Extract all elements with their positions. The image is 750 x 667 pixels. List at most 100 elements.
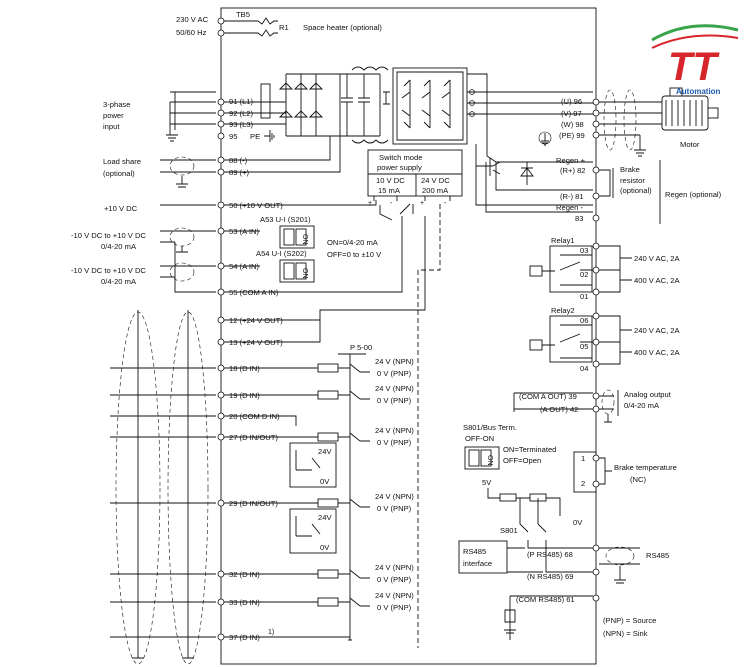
svg-text:2: 2 bbox=[581, 479, 585, 488]
svg-text:400 V AC, 2A: 400 V AC, 2A bbox=[634, 348, 681, 357]
smps-out2-2: 200 mA bbox=[422, 186, 449, 195]
relay2-label: Relay2 bbox=[551, 306, 575, 315]
svg-text:27 (D IN/OUT): 27 (D IN/OUT) bbox=[229, 433, 278, 442]
svg-text:ON: ON bbox=[301, 234, 308, 245]
svg-text:32 (D IN): 32 (D IN) bbox=[229, 570, 260, 579]
svg-text:18 (D IN): 18 (D IN) bbox=[229, 364, 260, 373]
three-phase-label-2: power bbox=[103, 111, 124, 120]
svg-text:29 (D IN/OUT): 29 (D IN/OUT) bbox=[229, 499, 278, 508]
brake-resistor-label: Brake bbox=[620, 165, 640, 174]
terminal-pe99: (PE) 99 bbox=[559, 131, 585, 140]
p500-label: P 5-00 bbox=[350, 343, 372, 352]
load-share-section: Load share (optional) 88 (-) 89 (+) bbox=[103, 74, 341, 188]
svg-text:1): 1) bbox=[268, 629, 274, 636]
din-29: 29 (D IN/OUT) 24 V (NPN) 0 V (PNP) 24V 0… bbox=[110, 492, 414, 554]
svg-text:0V: 0V bbox=[320, 543, 330, 552]
relay1-label: Relay1 bbox=[551, 236, 575, 245]
svg-text:240 V AC, 2A: 240 V AC, 2A bbox=[634, 254, 681, 263]
terminal-r-plus: (R+) 82 bbox=[560, 166, 586, 175]
three-phase-label: 3-phase bbox=[103, 100, 130, 109]
rs485-iface-label: RS485 bbox=[463, 547, 486, 556]
dip-switch-a54[interactable]: ON bbox=[279, 259, 315, 283]
terminal-93: 93 (L3) bbox=[229, 120, 254, 129]
svg-text:0 V (PNP): 0 V (PNP) bbox=[377, 438, 412, 447]
a54-label: A54 U-I (S202) bbox=[256, 249, 307, 258]
terminal-69: (N RS485) 69 bbox=[527, 572, 573, 581]
terminal-13: 13 (+24 V OUT) bbox=[229, 338, 283, 347]
svg-text:06: 06 bbox=[580, 316, 588, 325]
smps-title: Switch mode bbox=[379, 153, 422, 162]
svg-text:-: - bbox=[444, 200, 447, 207]
motor-label: Motor bbox=[680, 140, 700, 149]
svg-text:24 V (NPN): 24 V (NPN) bbox=[375, 563, 414, 572]
svg-text:24 V (NPN): 24 V (NPN) bbox=[375, 384, 414, 393]
svg-text:24 V (NPN): 24 V (NPN) bbox=[375, 357, 414, 366]
logo-subtitle: Automation bbox=[676, 87, 721, 96]
digital-io-section: 12 (+24 V OUT) 13 (+24 V OUT) P 5-00 18 … bbox=[110, 204, 441, 665]
svg-text:24 V (NPN): 24 V (NPN) bbox=[375, 492, 414, 501]
brake-resistor-label-3: (optional) bbox=[620, 186, 652, 195]
terminal-w98: (W) 98 bbox=[561, 120, 584, 129]
five-v-label: 5V bbox=[482, 478, 492, 487]
relay-section: Relay1 03 02 01 240 V AC, 2A 400 V AC, 2… bbox=[529, 236, 681, 373]
rs485-iface-label-2: interface bbox=[463, 559, 492, 568]
range1-label-2: 0/4-20 mA bbox=[101, 242, 137, 251]
svg-text:0 V (PNP): 0 V (PNP) bbox=[377, 396, 412, 405]
s801-dip-switch[interactable]: ON bbox=[464, 446, 500, 470]
svg-text:24 V (NPN): 24 V (NPN) bbox=[375, 426, 414, 435]
brake-temp-label: Brake temperature bbox=[614, 463, 677, 472]
svg-text:24 V (NPN): 24 V (NPN) bbox=[375, 591, 414, 600]
din-37: 37 (D IN) 1) bbox=[110, 629, 350, 642]
s801-label: S801/Bus Term. bbox=[463, 423, 517, 432]
terminal-68: (P RS485) 68 bbox=[527, 550, 573, 559]
supply-frequency: 50/60 Hz bbox=[176, 28, 207, 37]
svg-text:0V: 0V bbox=[320, 477, 330, 486]
three-phase-label-3: input bbox=[103, 122, 120, 131]
svg-text:04: 04 bbox=[580, 364, 588, 373]
range1-label: -10 V DC to +10 V DC bbox=[71, 231, 146, 240]
input-terminals bbox=[217, 98, 225, 140]
smps-out2: 24 V DC bbox=[421, 176, 450, 185]
svg-text:+: + bbox=[420, 200, 424, 207]
terminal-89: 89 (+) bbox=[229, 168, 250, 177]
pe-label: PE bbox=[250, 132, 260, 141]
terminal-u96: (U) 96 bbox=[561, 97, 582, 106]
svg-text:+: + bbox=[368, 200, 372, 207]
a53-label: A53 U-I (S201) bbox=[260, 215, 311, 224]
svg-text:1: 1 bbox=[581, 454, 585, 463]
terminal-50: 50 (+10 V OUT) bbox=[229, 201, 283, 210]
terminal-55: 55 (COM A IN) bbox=[229, 288, 279, 297]
terminal-92: 92 (L2) bbox=[229, 109, 254, 118]
brake-resistor-label-2: resistor bbox=[620, 176, 645, 185]
s801-label-2: OFF-ON bbox=[465, 434, 494, 443]
dip-switch-a53[interactable]: ON bbox=[279, 225, 315, 249]
terminal-v97: (V) 97 bbox=[561, 109, 582, 118]
din-19: 19 (D IN) 24 V (NPN) 0 V (PNP) bbox=[110, 384, 414, 405]
r1-label: R1 bbox=[279, 23, 289, 32]
terminal-61: (COM RS485) 61 bbox=[516, 595, 575, 604]
svg-text:ON: ON bbox=[486, 455, 493, 466]
supply-voltage: 230 V AC bbox=[176, 15, 209, 24]
regen-plus: Regen + bbox=[556, 156, 585, 165]
drive-enclosure bbox=[220, 7, 597, 665]
terminal-83: 83 bbox=[575, 214, 583, 223]
svg-text:20 (COM D IN): 20 (COM D IN) bbox=[229, 412, 280, 421]
svg-text:0 V (PNP): 0 V (PNP) bbox=[377, 504, 412, 513]
motor-icon bbox=[661, 87, 719, 131]
terminal-91: 91 (L1) bbox=[229, 97, 254, 106]
svg-text:01: 01 bbox=[580, 292, 588, 301]
s801-short-label: S801 bbox=[500, 526, 518, 535]
svg-text:02: 02 bbox=[580, 270, 588, 279]
range2-label: -10 V DC to +10 V DC bbox=[71, 266, 146, 275]
svg-text:-: - bbox=[390, 200, 393, 207]
terminal-39: (COM A OUT) 39 bbox=[519, 392, 577, 401]
din-18: 18 (D IN) 24 V (NPN) 0 V (PNP) bbox=[110, 357, 414, 378]
logo-letters: TT bbox=[668, 45, 720, 89]
terminated-label: ON=Terminated bbox=[503, 445, 556, 454]
svg-text:24V: 24V bbox=[318, 447, 332, 456]
terminal-r-minus: (R-) 81 bbox=[560, 192, 584, 201]
smps-out1: 10 V DC bbox=[376, 176, 405, 185]
analog-input-section: +10 V DC 50 (+10 V OUT) -10 V DC to +10 … bbox=[71, 200, 414, 297]
brake-temp-section: 1 2 Brake temperature (NC) bbox=[573, 451, 677, 493]
legend-pnp: (PNP) = Source bbox=[603, 616, 656, 625]
